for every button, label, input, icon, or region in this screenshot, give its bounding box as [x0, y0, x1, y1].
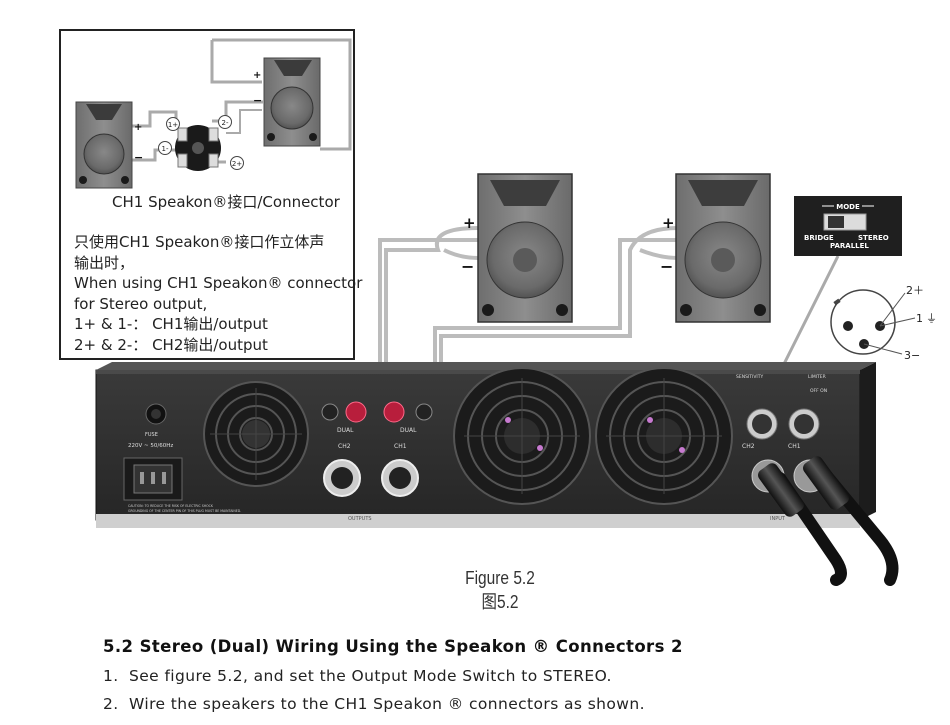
mode-bridge: BRIDGE: [804, 234, 834, 242]
fuse-label: FUSE: [145, 432, 158, 438]
inset-panel: + − + − 1+ 1- 2+ 2-: [59, 29, 355, 360]
inset-speaker-right: [263, 57, 321, 147]
inset-right-minus: −: [253, 94, 262, 107]
connector-label: CH1 Speakon®接口/Connector: [112, 193, 340, 211]
dual-right: DUAL: [400, 427, 417, 434]
xlr-cables: [758, 456, 899, 586]
inset-line-ch1: 1+ & 1-： CH1输出/output: [74, 315, 268, 333]
xlr-pin1: 1: [916, 312, 923, 325]
step-2-text: Wire the speakers to the CH1 Speakon ® c…: [129, 695, 645, 713]
xlr-pin-diagram: 2＋ 1 ⏚ 3−: [830, 284, 937, 362]
dual-left: DUAL: [337, 427, 354, 434]
speaker-center: [477, 173, 573, 323]
mode-title: MODE: [836, 203, 860, 211]
speaker-center-minus: −: [461, 257, 474, 276]
figure-caption: Figure 5.2 图5.2: [414, 566, 586, 614]
terminal-2minus: 2-: [222, 119, 229, 127]
inset-line-ch2: 2+ & 2-： CH2输出/output: [74, 335, 268, 354]
speakon-connector-face: [175, 125, 221, 171]
figure-caption-cn: 图5.2: [481, 592, 519, 612]
inset-left-plus: +: [134, 122, 142, 133]
step-1-text: See figure 5.2, and set the Output Mode …: [129, 667, 612, 685]
speaker-right-plus: +: [662, 214, 675, 232]
step-1-num: 1.: [103, 667, 119, 685]
inset-line-en: When using CH1 Speakon® connector: [74, 274, 363, 292]
binding-posts: DUAL DUAL: [321, 401, 433, 434]
xlr-pin3: 3−: [904, 349, 920, 362]
sensitivity-label: SENSITIVITY: [736, 374, 763, 380]
out-ch1-label: CH1: [394, 443, 407, 450]
mode-parallel: PARALLEL: [830, 242, 869, 250]
caution-text: CAUTION: TO REDUCE THE RISK OF ELECTRIC …: [128, 504, 214, 508]
inset-line-cn-2: 输出时，: [74, 253, 135, 272]
mode-stereo: STEREO: [858, 234, 889, 242]
amplifier-rear-panel: FUSE 220V ~ 50/60Hz CAUTION: TO REDUCE T…: [95, 362, 876, 528]
terminal-2plus: 2+: [232, 160, 242, 168]
fan-right: [595, 367, 733, 505]
step-1: 1. See figure 5.2, and set the Output Mod…: [103, 667, 612, 685]
speaker-center-plus: +: [463, 214, 476, 232]
terminal-1plus: 1+: [168, 121, 178, 129]
out-ch2-label: CH2: [338, 443, 351, 450]
terminal-1minus: 1-: [162, 145, 169, 153]
xlr-pin2: 2＋: [906, 284, 924, 297]
step-2: 2. Wire the speakers to the CH1 Speakon ®…: [103, 695, 645, 713]
power-label: 220V ~ 50/60Hz: [128, 443, 173, 449]
section-heading: 5.2 Stereo (Dual) Wiring Using the Speak…: [103, 637, 683, 656]
inset-right-plus: +: [253, 70, 261, 81]
inset-description: 只使用CH1 Speakon®接口作立体声 输出时， When using CH…: [74, 232, 363, 355]
figure-caption-en: Figure 5.2: [465, 568, 535, 588]
fan-center: [453, 367, 591, 505]
in-ch1-label: CH1: [788, 443, 801, 450]
input-label: INPUT: [770, 516, 786, 522]
inset-speaker-left: [75, 101, 133, 189]
inset-line-cn: 只使用CH1 Speakon®接口作立体声: [74, 233, 325, 251]
limiter-label: LIMITER: [808, 374, 826, 380]
ground-icon: ⏚: [926, 312, 937, 325]
step-2-num: 2.: [103, 695, 119, 713]
speakon-outputs: CH2 CH1 OUTPUTS: [323, 443, 419, 522]
inset-line-en-2: for Stereo output,: [74, 294, 208, 313]
in-ch2-label: CH2: [742, 443, 755, 450]
fan-left: [203, 381, 309, 487]
speaker-right: [675, 173, 771, 323]
mode-switch-callout: MODE BRIDGE STEREO PARALLEL: [768, 196, 902, 393]
terminal-badges: 1+ 1- 2+ 2-: [158, 115, 244, 170]
svg-text:GROUNDING OF THE CENTER PIN OF: GROUNDING OF THE CENTER PIN OF THIS PLUG…: [128, 509, 241, 513]
speaker-right-minus: −: [660, 257, 673, 276]
off-on-label: OFF ON: [810, 388, 827, 394]
outputs-label: OUTPUTS: [348, 516, 372, 522]
inset-left-minus: −: [134, 151, 143, 164]
